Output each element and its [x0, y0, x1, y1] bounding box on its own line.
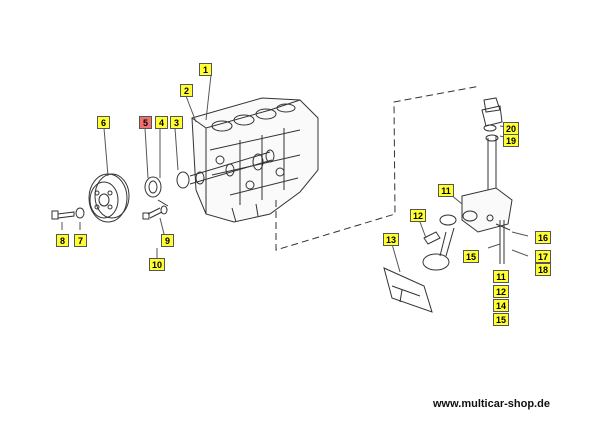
callout-3: 3	[170, 116, 183, 129]
callout-4: 4	[155, 116, 168, 129]
callout-12-pump: 12	[410, 209, 426, 222]
oil-pump-assembly	[422, 97, 513, 271]
callout-9: 9	[161, 234, 174, 247]
gear-ring	[176, 171, 190, 189]
callout-8: 8	[56, 234, 69, 247]
callout-17: 17	[535, 250, 551, 263]
pulley	[88, 173, 130, 223]
callout-7: 7	[74, 234, 87, 247]
callout-11-pump: 11	[438, 184, 454, 197]
screw-with-washer	[142, 199, 169, 220]
callout-18: 18	[535, 263, 551, 276]
camshaft	[189, 149, 275, 185]
callout-2: 2	[180, 84, 193, 97]
callout-19: 19	[503, 134, 519, 147]
seal-ring	[144, 176, 162, 198]
website-label: www.multicar-shop.de	[433, 398, 550, 410]
bolt-and-washer	[51, 207, 85, 220]
callout-15-pump: 15	[463, 250, 479, 263]
callout-6: 6	[97, 116, 110, 129]
callout-16: 16	[535, 231, 551, 244]
callout-1: 1	[199, 63, 212, 76]
engine-block	[191, 97, 319, 223]
callout-12-lower: 12	[493, 285, 509, 298]
oil-strainer-plate	[383, 267, 433, 313]
callout-10: 10	[149, 258, 165, 271]
callout-14: 14	[493, 299, 509, 312]
callout-11-lower: 11	[493, 270, 509, 283]
callout-15-lower: 15	[493, 313, 509, 326]
callout-13: 13	[383, 233, 399, 246]
callout-5-highlighted: 5	[139, 116, 152, 129]
